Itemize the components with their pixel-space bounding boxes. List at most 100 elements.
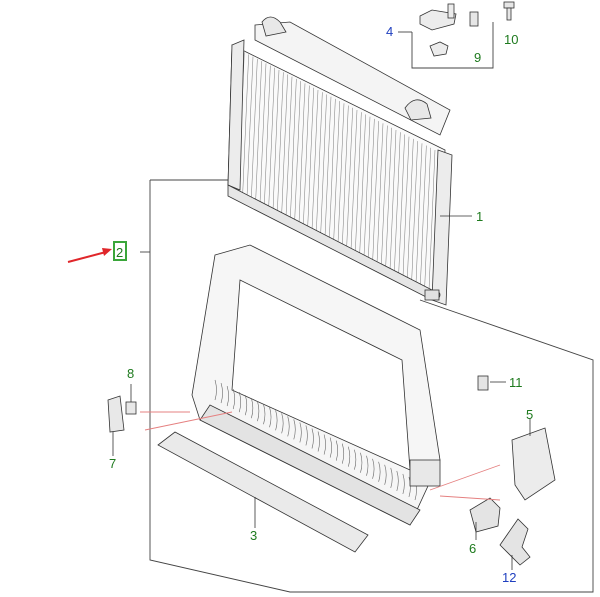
shroud-vane (323, 434, 326, 455)
callout-1: 1 (476, 209, 483, 224)
radiator-fin (407, 138, 414, 279)
radiator-fin (255, 61, 262, 202)
shroud-vane (354, 449, 357, 470)
radiator-fin (376, 123, 384, 264)
radiator-fin (355, 112, 362, 253)
shroud-vane (329, 437, 332, 458)
pointer-arrow (67, 248, 112, 263)
callout-9: 9 (474, 50, 481, 65)
bracket-part-5 (511, 418, 556, 501)
callout-5: 5 (526, 407, 533, 422)
radiator-fin (350, 109, 358, 251)
radiator-fin (333, 101, 340, 242)
callout-12: 12 (502, 570, 516, 585)
callout-7: 7 (109, 456, 116, 471)
radiator-fin (290, 78, 297, 219)
radiator-fin (402, 136, 410, 277)
callout-3: 3 (250, 528, 257, 543)
shroud-vane (281, 413, 284, 434)
radiator-fin (242, 54, 249, 195)
radiator-fin (277, 72, 284, 213)
shroud-vane (293, 419, 296, 440)
radiator-fin (415, 143, 423, 284)
callout-labels: 1 2 3 4 5 6 7 8 9 10 11 12 (109, 24, 533, 585)
radiator-fin (342, 105, 349, 246)
shroud-vane (378, 461, 381, 482)
shroud-vane (220, 382, 223, 404)
shroud-vane (275, 410, 278, 431)
radiator (227, 16, 453, 306)
shroud-vane (335, 440, 339, 461)
shroud-vane (311, 428, 314, 449)
radiator-fin (264, 65, 271, 206)
radiator-fin (307, 87, 314, 228)
shroud-vanes (214, 379, 417, 501)
radiator-fin (368, 118, 375, 259)
shroud-vane (360, 452, 363, 473)
radiator-fin (385, 127, 392, 268)
shroud-vane (269, 407, 272, 428)
shroud-vane (372, 458, 375, 479)
radiator-fin (320, 94, 327, 235)
shroud-vane (396, 470, 399, 491)
shroud-vane (287, 416, 290, 437)
shroud-vane (366, 455, 369, 476)
shroud-vane (402, 473, 405, 495)
radiator-fin (337, 103, 345, 244)
shroud-vane (257, 401, 260, 422)
shroud-vane (341, 443, 345, 464)
radiator-fin (294, 81, 301, 222)
callout-6: 6 (469, 541, 476, 556)
radiator-fin (298, 83, 306, 224)
radiator-fin (389, 129, 397, 271)
callout-11: 11 (509, 375, 523, 390)
red-guide-lines (140, 411, 501, 501)
radiator-fin (411, 141, 418, 282)
shroud-vane (251, 398, 254, 419)
shroud-vane (232, 389, 235, 410)
bolt-part-11 (477, 375, 506, 391)
radiator-fin (428, 149, 436, 291)
radiator-fin (259, 63, 267, 204)
radiator-fin (329, 98, 336, 239)
highlight-box-2 (113, 241, 127, 261)
shroud-vane (245, 395, 248, 416)
radiator-fin (316, 92, 323, 233)
radiator-fin (398, 134, 405, 275)
radiator-fin (346, 107, 353, 248)
shroud-vane (226, 385, 229, 407)
radiator-fin (424, 147, 431, 288)
radiator-fin (394, 132, 401, 273)
radiator-fin (272, 69, 280, 211)
radiator-fin (324, 96, 332, 237)
radiator-fin (420, 145, 427, 286)
radiator-fin (363, 116, 371, 257)
deflector-part-3 (157, 431, 369, 553)
shroud-vane (348, 446, 351, 467)
callout-2: 2 (116, 245, 123, 260)
shroud-vane (305, 425, 308, 446)
shroud-vane (238, 392, 242, 413)
shroud-vane (214, 379, 217, 401)
radiator-fin (311, 89, 319, 231)
radiator-fin (381, 125, 388, 266)
shroud-vane (408, 476, 411, 498)
clip-part-9 (469, 11, 479, 27)
clip-part-8 (125, 384, 137, 415)
callout-10: 10 (504, 32, 518, 47)
radiator-fin (285, 76, 293, 217)
shroud-vane (263, 404, 266, 425)
callout-8: 8 (127, 366, 134, 381)
shroud-vane (317, 431, 320, 452)
inset-box (398, 22, 494, 69)
radiator-fin (372, 121, 379, 262)
radiator-fin (268, 67, 275, 208)
mount-part-6 (469, 497, 501, 540)
bolt-part-10 (503, 1, 515, 21)
radiator-fin (251, 58, 258, 199)
bracket-part-12 (499, 518, 531, 570)
radiator-fin (359, 114, 366, 255)
shroud-frame (191, 244, 441, 526)
callout-4: 4 (386, 24, 393, 39)
